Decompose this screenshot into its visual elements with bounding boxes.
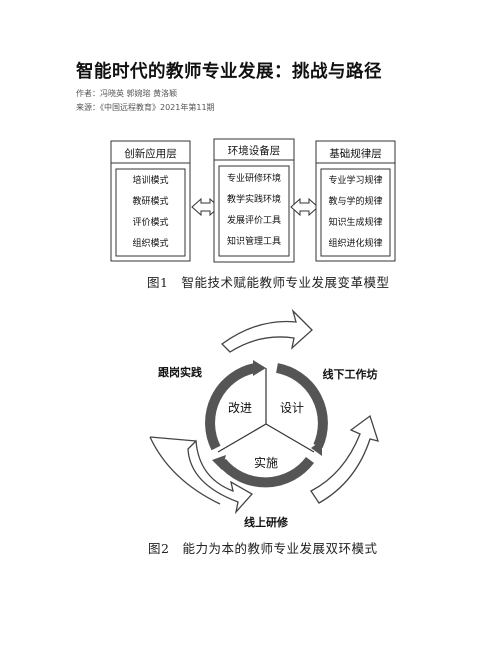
ring-segment-right — [275, 363, 328, 449]
ring-segment-bottom — [218, 456, 314, 488]
box-innovation-frame — [110, 140, 191, 262]
box-innovation-layer: 创新应用层 培训模式 教研模式 评价模式 组织模式 — [110, 140, 191, 262]
ring-arrowhead-top — [253, 360, 266, 376]
box-innovation-item: 评价模式 — [132, 216, 168, 228]
box-innovation-item: 教研模式 — [132, 195, 168, 207]
figure2-caption: 图2 能力为本的教师专业发展双环模式 — [148, 541, 378, 556]
inner-cycle-ring — [205, 360, 328, 488]
divider-right — [265, 423, 315, 453]
article-source: 来源：《中国远程教育》2021年第11期 — [76, 103, 215, 112]
box-environment-item: 教学实践环境 — [227, 193, 281, 205]
box-environment-title: 环境设备层 — [228, 144, 281, 157]
box-foundation-frame — [315, 140, 396, 262]
article-authors: 作者：冯晓英 郭婉瑢 黄洛颖 — [76, 89, 178, 98]
box-environment-item: 专业研修环境 — [227, 172, 281, 184]
outer-label-online-study: 线上研修 — [244, 515, 289, 529]
ring-arrowhead-left — [212, 455, 226, 470]
box-innovation-title: 创新应用层 — [124, 147, 177, 160]
outer-arrow-right — [310, 414, 379, 504]
double-arrow-2 — [290, 197, 319, 217]
inner-label-improve: 改进 — [228, 401, 252, 415]
box-environment-item: 发展评价工具 — [227, 214, 281, 226]
inner-label-implement: 实施 — [254, 455, 278, 470]
article-title: 智能时代的教师专业发展：挑战与路径 — [76, 62, 382, 82]
box-foundation-item: 教与学的规律 — [328, 195, 382, 207]
box-innovation-item: 组织模式 — [132, 237, 168, 249]
box-foundation-title: 基础规律层 — [329, 147, 382, 160]
ring-arrowhead-right — [311, 440, 322, 456]
inner-label-design: 设计 — [280, 401, 304, 415]
box-foundation-item: 组织进化规律 — [328, 237, 382, 249]
outer-label-offline-workshop: 线下工作坊 — [323, 367, 378, 381]
box-foundation-item: 知识生成规律 — [328, 216, 382, 228]
box-innovation-item: 培训模式 — [132, 174, 168, 186]
outer-arrow-top — [221, 308, 313, 353]
figure1-caption: 图1 智能技术赋能教师专业发展变革模型 — [147, 275, 390, 290]
box-foundation-layer: 基础规律层 专业学习规律 教与学的规律 知识生成规律 组织进化规律 — [315, 140, 396, 262]
figure2-diagram: 改进 设计 实施 跟岗实践 线下工作坊 线上研修 — [149, 308, 379, 529]
figure1-diagram: 创新应用层 培训模式 教研模式 评价模式 组织模式 环境设备层 专业研修环境 教… — [110, 138, 396, 263]
outer-arrow-left — [149, 436, 254, 515]
ring-segment-left — [205, 363, 257, 451]
outer-label-shadowing: 跟岗实践 — [158, 365, 202, 379]
box-environment-item: 知识管理工具 — [227, 235, 281, 247]
box-environment-layer: 环境设备层 专业研修环境 教学实践环境 发展评价工具 知识管理工具 — [213, 138, 295, 263]
box-foundation-item: 专业学习规律 — [328, 174, 382, 186]
divider-left — [217, 423, 267, 453]
